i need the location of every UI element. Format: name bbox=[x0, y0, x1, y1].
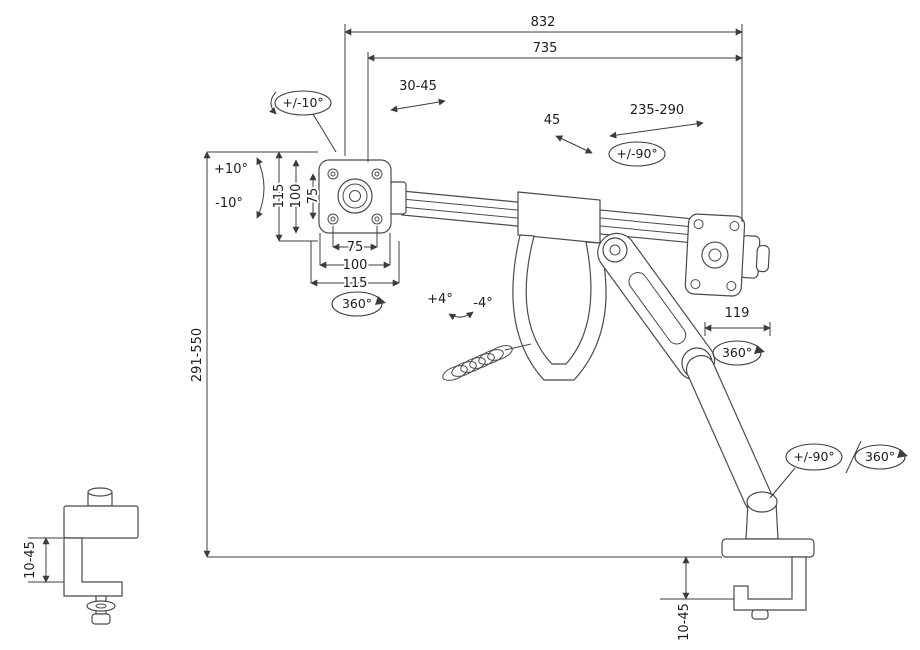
dim-crossbar-tilt-up-label: +4° bbox=[427, 292, 453, 307]
dim-vesa-v100-label: 100 bbox=[289, 184, 304, 209]
left-vesa-plate bbox=[318, 159, 407, 234]
dim-upper-arm-label: 119 bbox=[725, 306, 750, 321]
dim-overall-width-label: 832 bbox=[531, 15, 556, 30]
dim-vesa-rotation-label: 360° bbox=[342, 296, 372, 311]
desk-clamp-detail bbox=[63, 487, 139, 625]
dim-base-rotation-label: 360° bbox=[865, 449, 895, 464]
dim-crossbar-tilt-down-label: -4° bbox=[473, 296, 492, 311]
dim-base-swivel-label: +/-90° bbox=[793, 449, 834, 464]
dim-vesa-v75-label: 75 bbox=[306, 188, 321, 205]
dim-crossbar-width-label: 735 bbox=[533, 41, 558, 56]
dim-vesa-tilt-label: +/-10° bbox=[282, 95, 323, 110]
dim-height-range-label: 291-550 bbox=[190, 328, 205, 382]
desk-clamp-right bbox=[721, 491, 815, 620]
monitor-arm-drawing bbox=[63, 159, 815, 625]
dim-arm-reach-label: 235-290 bbox=[630, 103, 684, 118]
dim-vesa-h115-label: 115 bbox=[343, 276, 368, 291]
dim-offset-45-label: 45 bbox=[544, 113, 561, 128]
dim-arm-rotation-label: 360° bbox=[722, 345, 752, 360]
dim-tilt-up-label: +10° bbox=[214, 162, 248, 177]
handle-loop bbox=[512, 234, 607, 381]
cable-spring bbox=[442, 343, 532, 381]
dim-quick-release-label: 30-45 bbox=[399, 79, 437, 94]
dim-vesa-v115-label: 115 bbox=[272, 184, 287, 209]
dim-clamp-left-label: 10-45 bbox=[23, 541, 38, 579]
right-vesa-plate bbox=[684, 213, 770, 297]
dim-elbow-swivel-label: +/-90° bbox=[616, 146, 657, 161]
dim-vesa-h75-label: 75 bbox=[347, 240, 364, 255]
dim-tilt-down-label: -10° bbox=[215, 196, 243, 211]
dim-clamp-right-label: 10-45 bbox=[677, 603, 692, 641]
dim-vesa-h100-label: 100 bbox=[343, 258, 368, 273]
dimension-lines: 832 735 30-45 45 235-290 +/-90° +/-10° +… bbox=[21, 13, 908, 643]
